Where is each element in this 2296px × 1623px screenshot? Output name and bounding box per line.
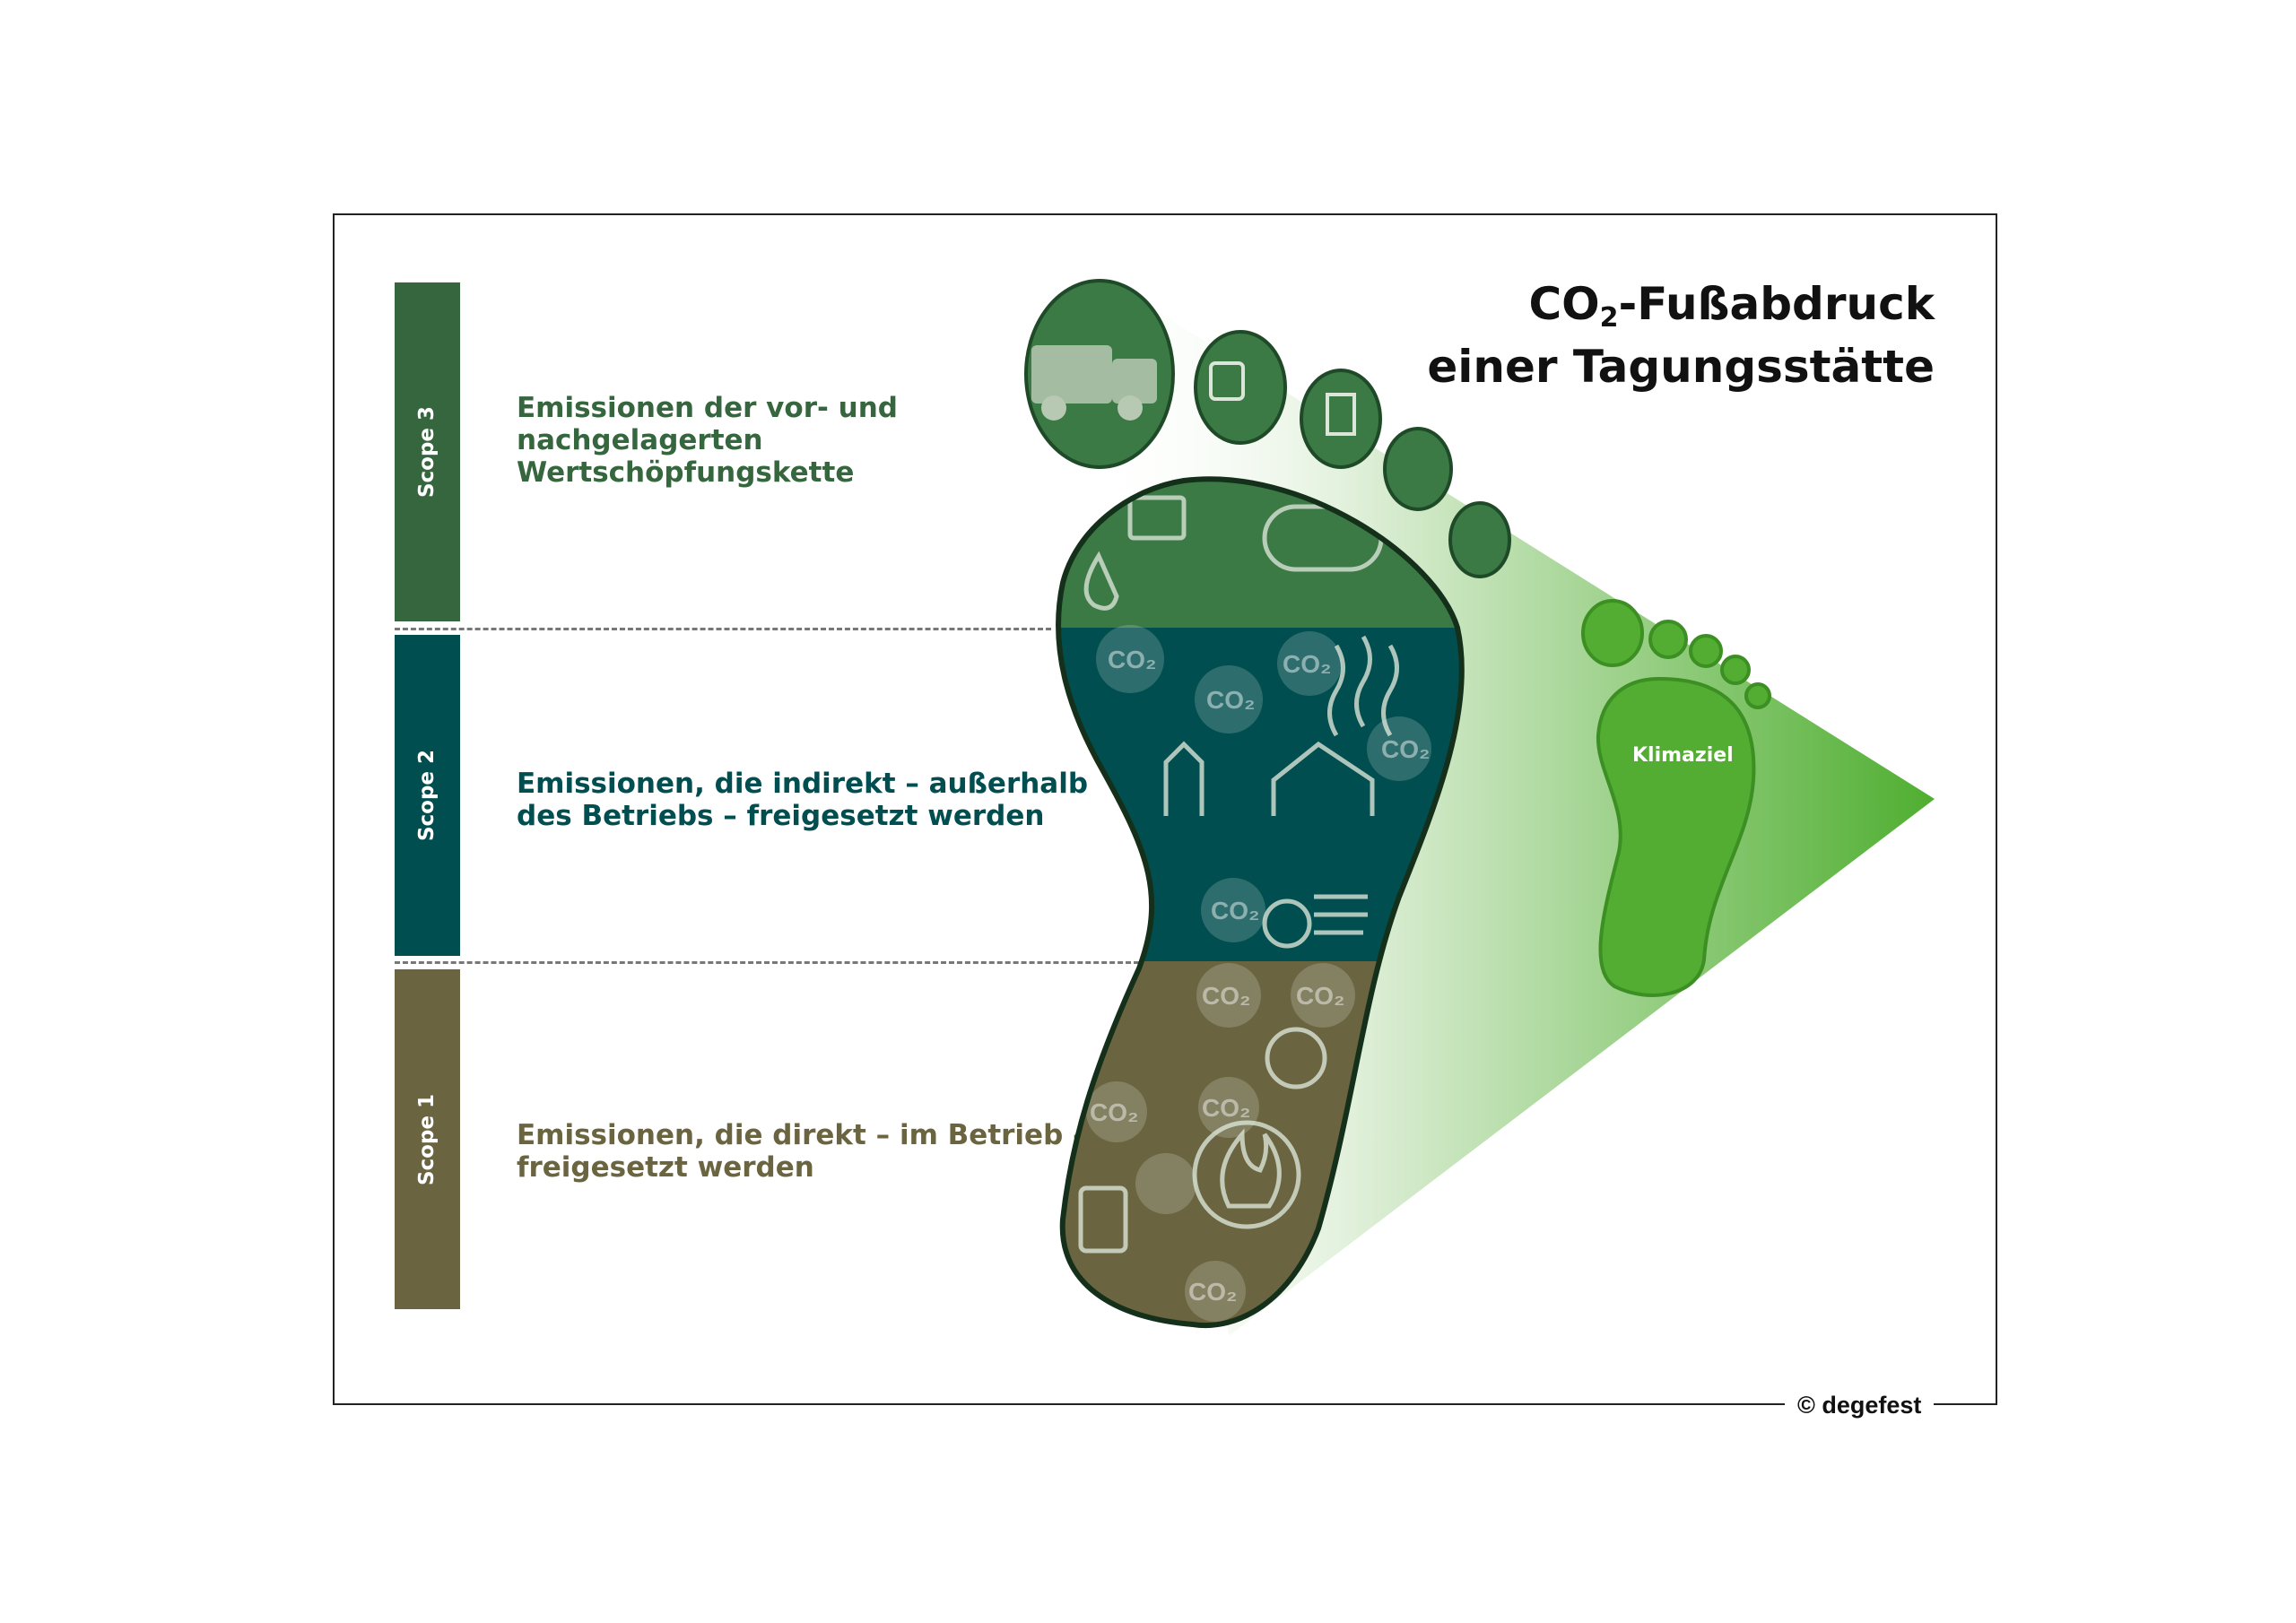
grill-icon — [1265, 1027, 1327, 1089]
title-fussabdruck: -Fußabdruck — [1618, 278, 1935, 330]
fuel-pump-icon — [1078, 1185, 1128, 1254]
building-icon — [1163, 741, 1375, 816]
goal-footprint — [1581, 599, 1771, 997]
computer-icon — [1127, 495, 1187, 541]
scope-3-description: Emissionen der vor- und nachgelagerten W… — [517, 392, 898, 489]
bus-icon — [1209, 361, 1245, 401]
footprint-toes — [1024, 279, 1511, 578]
scope-2-bar: Scope 2 — [395, 635, 460, 956]
co2-label: CO₂ — [1206, 686, 1255, 714]
co2-label: CO₂ — [1108, 646, 1156, 673]
co2-label: CO₂ — [1296, 982, 1344, 1010]
co2-label: CO₂ — [1211, 897, 1259, 924]
title-co: CO — [1528, 278, 1600, 330]
trash-icon — [1326, 393, 1356, 436]
co2-label: CO₂ — [1090, 1098, 1138, 1126]
title-line2: einer Tagungsstätte — [1427, 341, 1935, 393]
scope-3-bar: Scope 3 — [395, 282, 460, 621]
co2-label: CO₂ — [1283, 650, 1331, 678]
co2-label: CO₂ — [1381, 735, 1430, 763]
flame-icon — [1192, 1120, 1301, 1229]
scope-1-bar: Scope 1 — [395, 969, 460, 1309]
scope-2-description: Emissionen, die indirekt – außerhalb des… — [517, 768, 1089, 832]
co2-label: CO₂ — [1202, 982, 1250, 1010]
goal-label: Klimaziel — [1632, 744, 1734, 767]
water-drop-icon — [1083, 551, 1119, 611]
truck-icon — [1031, 345, 1112, 404]
emission-icons — [1078, 495, 1399, 1254]
divider-scope-2-1 — [395, 961, 1139, 964]
ac-fan-icon — [1262, 898, 1312, 949]
co2-label: CO₂ — [1188, 1278, 1237, 1306]
copyright: © degefest — [1785, 1392, 1935, 1419]
heat-waves-icon — [1327, 635, 1399, 737]
title-subscript: 2 — [1599, 302, 1619, 334]
diagram-frame — [333, 213, 1997, 1405]
divider-scope-3-2 — [395, 628, 1051, 630]
page-title: CO2-Fußabdruck einer Tagungsstätte — [1427, 280, 1935, 391]
co2-label: CO₂ — [1202, 1094, 1250, 1122]
